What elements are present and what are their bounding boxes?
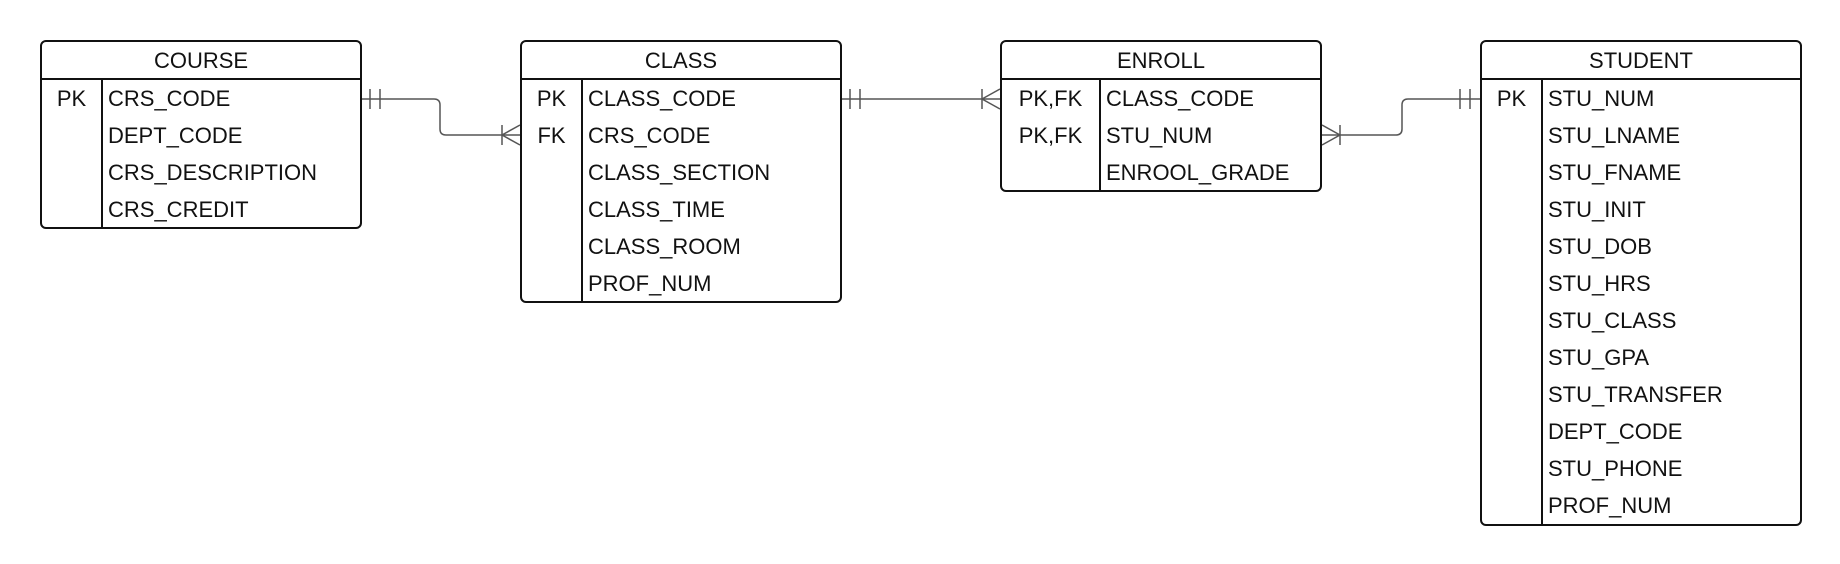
attribute-row: DEPT_CODE bbox=[1482, 413, 1800, 450]
attribute-name: PROF_NUM bbox=[1548, 493, 1672, 518]
attribute-row: STU_FNAME bbox=[1482, 154, 1800, 191]
attribute-name: CLASS_TIME bbox=[588, 197, 725, 222]
entity-attributes: PK CLASS_CODE FK CRS_CODE CLASS_SECTION … bbox=[522, 80, 840, 301]
attribute-row: STU_DOB bbox=[1482, 228, 1800, 265]
key-column-divider bbox=[522, 80, 583, 301]
attribute-name: CLASS_CODE bbox=[588, 86, 736, 111]
attribute-name: STU_NUM bbox=[1106, 123, 1213, 148]
attribute-row: CLASS_SECTION bbox=[522, 154, 840, 191]
entity-attributes: PK,FK CLASS_CODE PK,FK STU_NUM ENROOL_GR… bbox=[1002, 80, 1320, 190]
attribute-name: STU_GPA bbox=[1548, 345, 1650, 370]
entity-attributes: PK STU_NUM STU_LNAME STU_FNAME STU_INIT … bbox=[1482, 80, 1800, 524]
attribute-name: CRS_CREDIT bbox=[108, 197, 249, 222]
entity-title: COURSE bbox=[42, 42, 360, 80]
attribute-row: CLASS_TIME bbox=[522, 191, 840, 228]
attribute-row: STU_HRS bbox=[1482, 265, 1800, 302]
attribute-name: CLASS_CODE bbox=[1106, 86, 1254, 111]
relationship-student-enroll bbox=[1322, 98, 1480, 136]
key-label: PK,FK bbox=[1018, 86, 1083, 111]
attribute-name: CLASS_ROOM bbox=[588, 234, 741, 259]
key-label: FK bbox=[537, 123, 566, 148]
class-many-crow-bottom bbox=[501, 134, 521, 146]
entity-title: STUDENT bbox=[1482, 42, 1800, 80]
entity-course[interactable]: COURSE PK CRS_CODE DEPT_CODE CRS_DESCRIP… bbox=[40, 40, 362, 229]
attribute-name: DEPT_CODE bbox=[1548, 419, 1683, 444]
attribute-row: STU_TRANSFER bbox=[1482, 376, 1800, 413]
attribute-name: ENROOL_GRADE bbox=[1106, 160, 1290, 185]
key-label: PK bbox=[56, 86, 87, 111]
entity-title: ENROLL bbox=[1002, 42, 1320, 80]
attribute-name: STU_CLASS bbox=[1548, 308, 1677, 333]
entity-title: CLASS bbox=[522, 42, 840, 80]
key-label: PK,FK bbox=[1018, 123, 1083, 148]
attribute-row: CRS_DESCRIPTION bbox=[42, 154, 360, 191]
attribute-row: STU_GPA bbox=[1482, 339, 1800, 376]
attribute-name: STU_TRANSFER bbox=[1548, 382, 1723, 407]
attribute-name: DEPT_CODE bbox=[108, 123, 243, 148]
entity-student[interactable]: STUDENT PK STU_NUM STU_LNAME STU_FNAME S… bbox=[1480, 40, 1802, 526]
relationship-course-class bbox=[362, 98, 520, 136]
attribute-row: PK,FK CLASS_CODE bbox=[1002, 80, 1320, 117]
attribute-name: CRS_CODE bbox=[108, 86, 231, 111]
attribute-row: PROF_NUM bbox=[522, 265, 840, 301]
attribute-name: STU_DOB bbox=[1548, 234, 1652, 259]
attribute-name: CRS_DESCRIPTION bbox=[108, 160, 318, 185]
attribute-row: STU_PHONE bbox=[1482, 450, 1800, 487]
attribute-row: CLASS_ROOM bbox=[522, 228, 840, 265]
key-label: PK bbox=[1496, 86, 1527, 111]
attribute-name: STU_LNAME bbox=[1548, 123, 1681, 148]
class-many-crow-top bbox=[501, 124, 521, 136]
attribute-name: PROF_NUM bbox=[588, 271, 712, 296]
key-column-divider bbox=[1482, 80, 1543, 524]
enroll-many-crow-bottom bbox=[981, 98, 1001, 110]
attribute-row: PK CRS_CODE bbox=[42, 80, 360, 117]
attribute-row: PROF_NUM bbox=[1482, 487, 1800, 524]
attribute-name: STU_INIT bbox=[1548, 197, 1646, 222]
enroll-many-crow-top-2 bbox=[1321, 124, 1341, 136]
attribute-name: STU_FNAME bbox=[1548, 160, 1682, 185]
attribute-row: DEPT_CODE bbox=[42, 117, 360, 154]
attribute-name: STU_NUM bbox=[1548, 86, 1655, 111]
attribute-row: STU_CLASS bbox=[1482, 302, 1800, 339]
key-column-divider bbox=[1002, 80, 1101, 190]
attribute-row: STU_LNAME bbox=[1482, 117, 1800, 154]
entity-class[interactable]: CLASS PK CLASS_CODE FK CRS_CODE CLASS_SE… bbox=[520, 40, 842, 303]
attribute-row: ENROOL_GRADE bbox=[1002, 154, 1320, 190]
attribute-row: FK CRS_CODE bbox=[522, 117, 840, 154]
attribute-name: CLASS_SECTION bbox=[588, 160, 771, 185]
attribute-row: PK,FK STU_NUM bbox=[1002, 117, 1320, 154]
key-column-divider bbox=[42, 80, 103, 227]
attribute-row: PK CLASS_CODE bbox=[522, 80, 840, 117]
attribute-row: CRS_CREDIT bbox=[42, 191, 360, 227]
entity-enroll[interactable]: ENROLL PK,FK CLASS_CODE PK,FK STU_NUM EN… bbox=[1000, 40, 1322, 192]
entity-attributes: PK CRS_CODE DEPT_CODE CRS_DESCRIPTION CR… bbox=[42, 80, 360, 227]
attribute-name: CRS_CODE bbox=[588, 123, 711, 148]
enroll-many-crow-bottom-2 bbox=[1321, 134, 1341, 146]
attribute-name: STU_HRS bbox=[1548, 271, 1651, 296]
attribute-row: STU_INIT bbox=[1482, 191, 1800, 228]
attribute-name: STU_PHONE bbox=[1548, 456, 1683, 481]
attribute-row: PK STU_NUM bbox=[1482, 80, 1800, 117]
enroll-many-crow-top bbox=[981, 88, 1001, 100]
key-label: PK bbox=[536, 86, 567, 111]
